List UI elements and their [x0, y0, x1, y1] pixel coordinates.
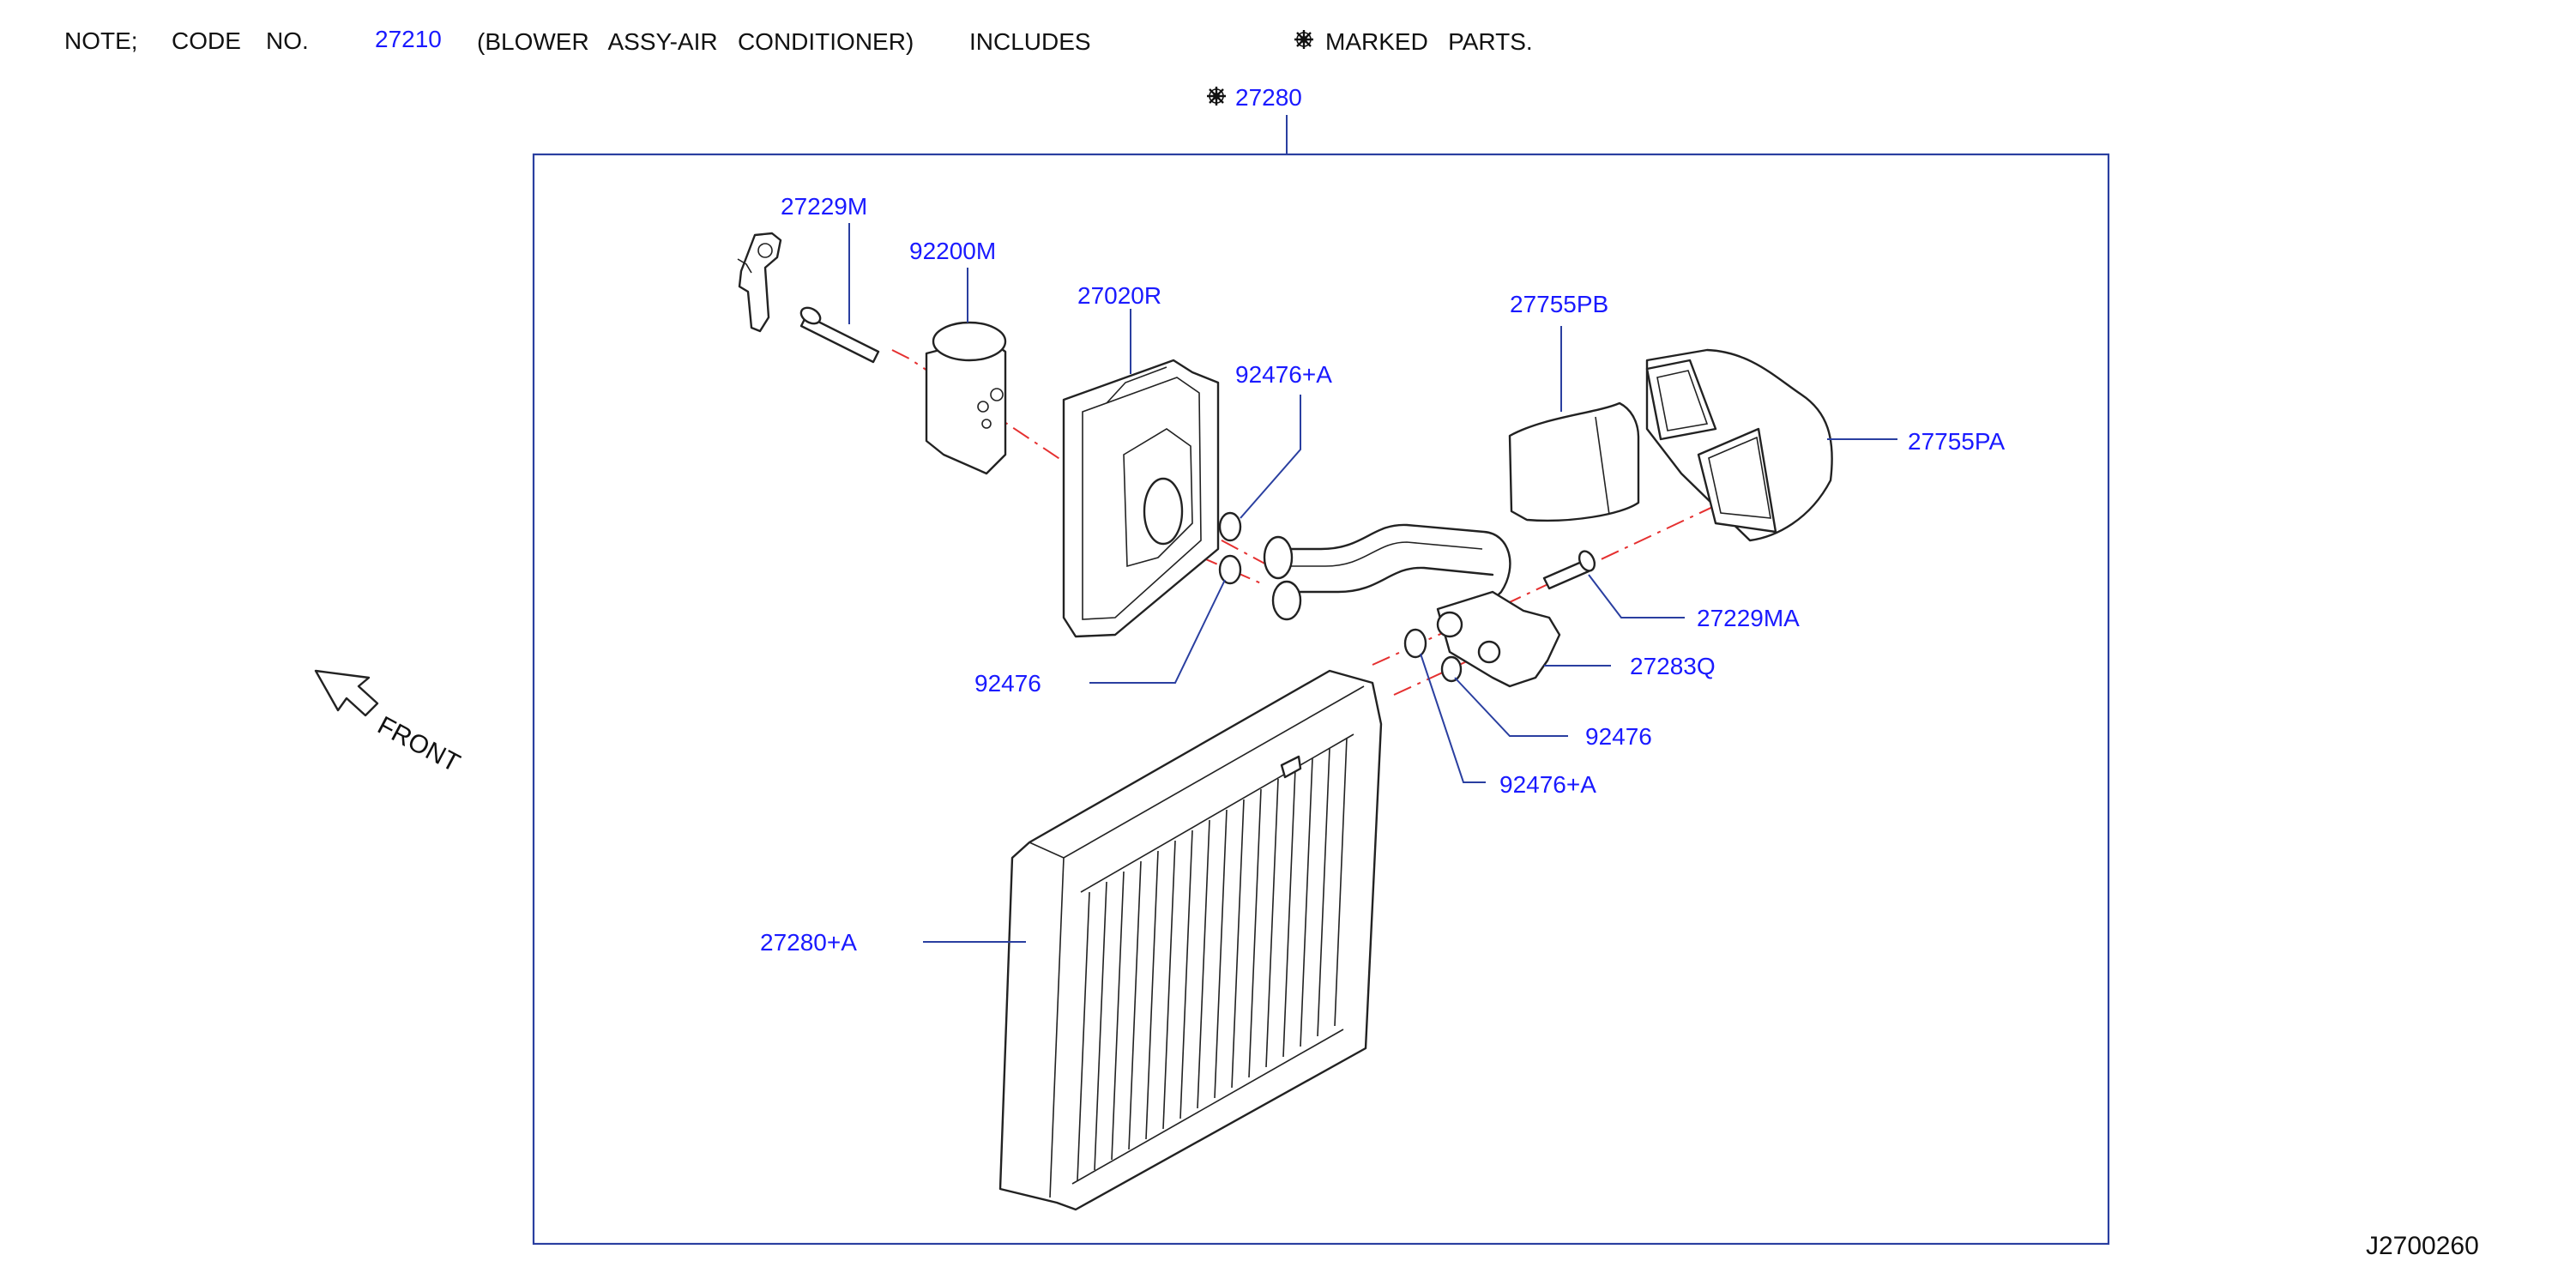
front-arrow: FRONT — [314, 669, 465, 778]
leader-lines — [848, 223, 1897, 943]
snowflake-mark-icon — [1293, 28, 1315, 51]
note-includes: INCLUDES — [969, 28, 1091, 55]
part-27755PA-duct[interactable] — [1645, 348, 1833, 542]
note-marked-parts: MARKED PARTS. — [1325, 28, 1533, 55]
snowflake-mark-icon — [1205, 85, 1228, 107]
assembly-27280: 27280 — [532, 84, 2110, 1246]
part-label-27229M[interactable]: 27229M — [781, 193, 867, 220]
part-27280A-evaporator[interactable] — [998, 669, 1383, 1211]
part-label-27229MA[interactable]: 27229MA — [1697, 605, 1800, 631]
note-prefix: NOTE; — [64, 27, 138, 54]
front-label: FRONT — [373, 711, 465, 778]
part-label-27280[interactable]: 27280 — [1235, 84, 1302, 111]
part-label-92476-left[interactable]: 92476 — [974, 670, 1041, 697]
part-92476A-lower-oring[interactable] — [1403, 628, 1427, 659]
assembly-axis-lines — [891, 349, 1734, 696]
part-label-92476-right[interactable]: 92476 — [1585, 723, 1652, 750]
front-arrow-icon — [314, 669, 379, 717]
part-27020R-seal[interactable] — [1062, 359, 1220, 638]
part-27283Q-flange[interactable] — [1436, 590, 1561, 688]
part-label-92476A-upper[interactable]: 92476+A — [1235, 361, 1332, 388]
part-27229M-bracket[interactable] — [737, 232, 782, 333]
part-label-27020R[interactable]: 27020R — [1077, 282, 1161, 309]
diagram-code: J2700260 — [2366, 1232, 2479, 1260]
assembly-frame — [532, 153, 2110, 1246]
part-92476A-upper-oring[interactable] — [1218, 511, 1242, 542]
note-code-word: CODE — [172, 27, 241, 54]
part-92476-right-oring[interactable] — [1440, 655, 1463, 683]
part-labels: 27229M 92200M 27020R 92476+A 27755PB 277… — [760, 193, 2005, 956]
part-label-92476A-lower[interactable]: 92476+A — [1499, 771, 1596, 798]
part-27229MA-bolt[interactable] — [1542, 549, 1597, 590]
part-92476-left-oring[interactable] — [1218, 554, 1242, 585]
part-label-27755PA[interactable]: 27755PA — [1908, 428, 2005, 455]
part-label-27283Q[interactable]: 27283Q — [1630, 653, 1716, 679]
part-label-27755PB[interactable]: 27755PB — [1510, 291, 1608, 317]
part-pipe-assembly[interactable] — [1263, 523, 1511, 621]
note-code-link[interactable]: 27210 — [375, 26, 442, 52]
part-27229M-bolt[interactable] — [799, 305, 880, 364]
note-description: (BLOWER ASSY-AIR CONDITIONER) — [477, 28, 914, 55]
part-label-92200M[interactable]: 92200M — [909, 238, 996, 264]
part-label-27280A[interactable]: 27280+A — [760, 929, 857, 956]
note-no-word: NO. — [266, 27, 309, 54]
part-27755PB-insulator[interactable] — [1508, 401, 1640, 522]
part-92200M-valve[interactable] — [925, 321, 1007, 475]
note-line: NOTE; CODE NO. 27210 (BLOWER ASSY-AIR CO… — [64, 26, 1533, 55]
